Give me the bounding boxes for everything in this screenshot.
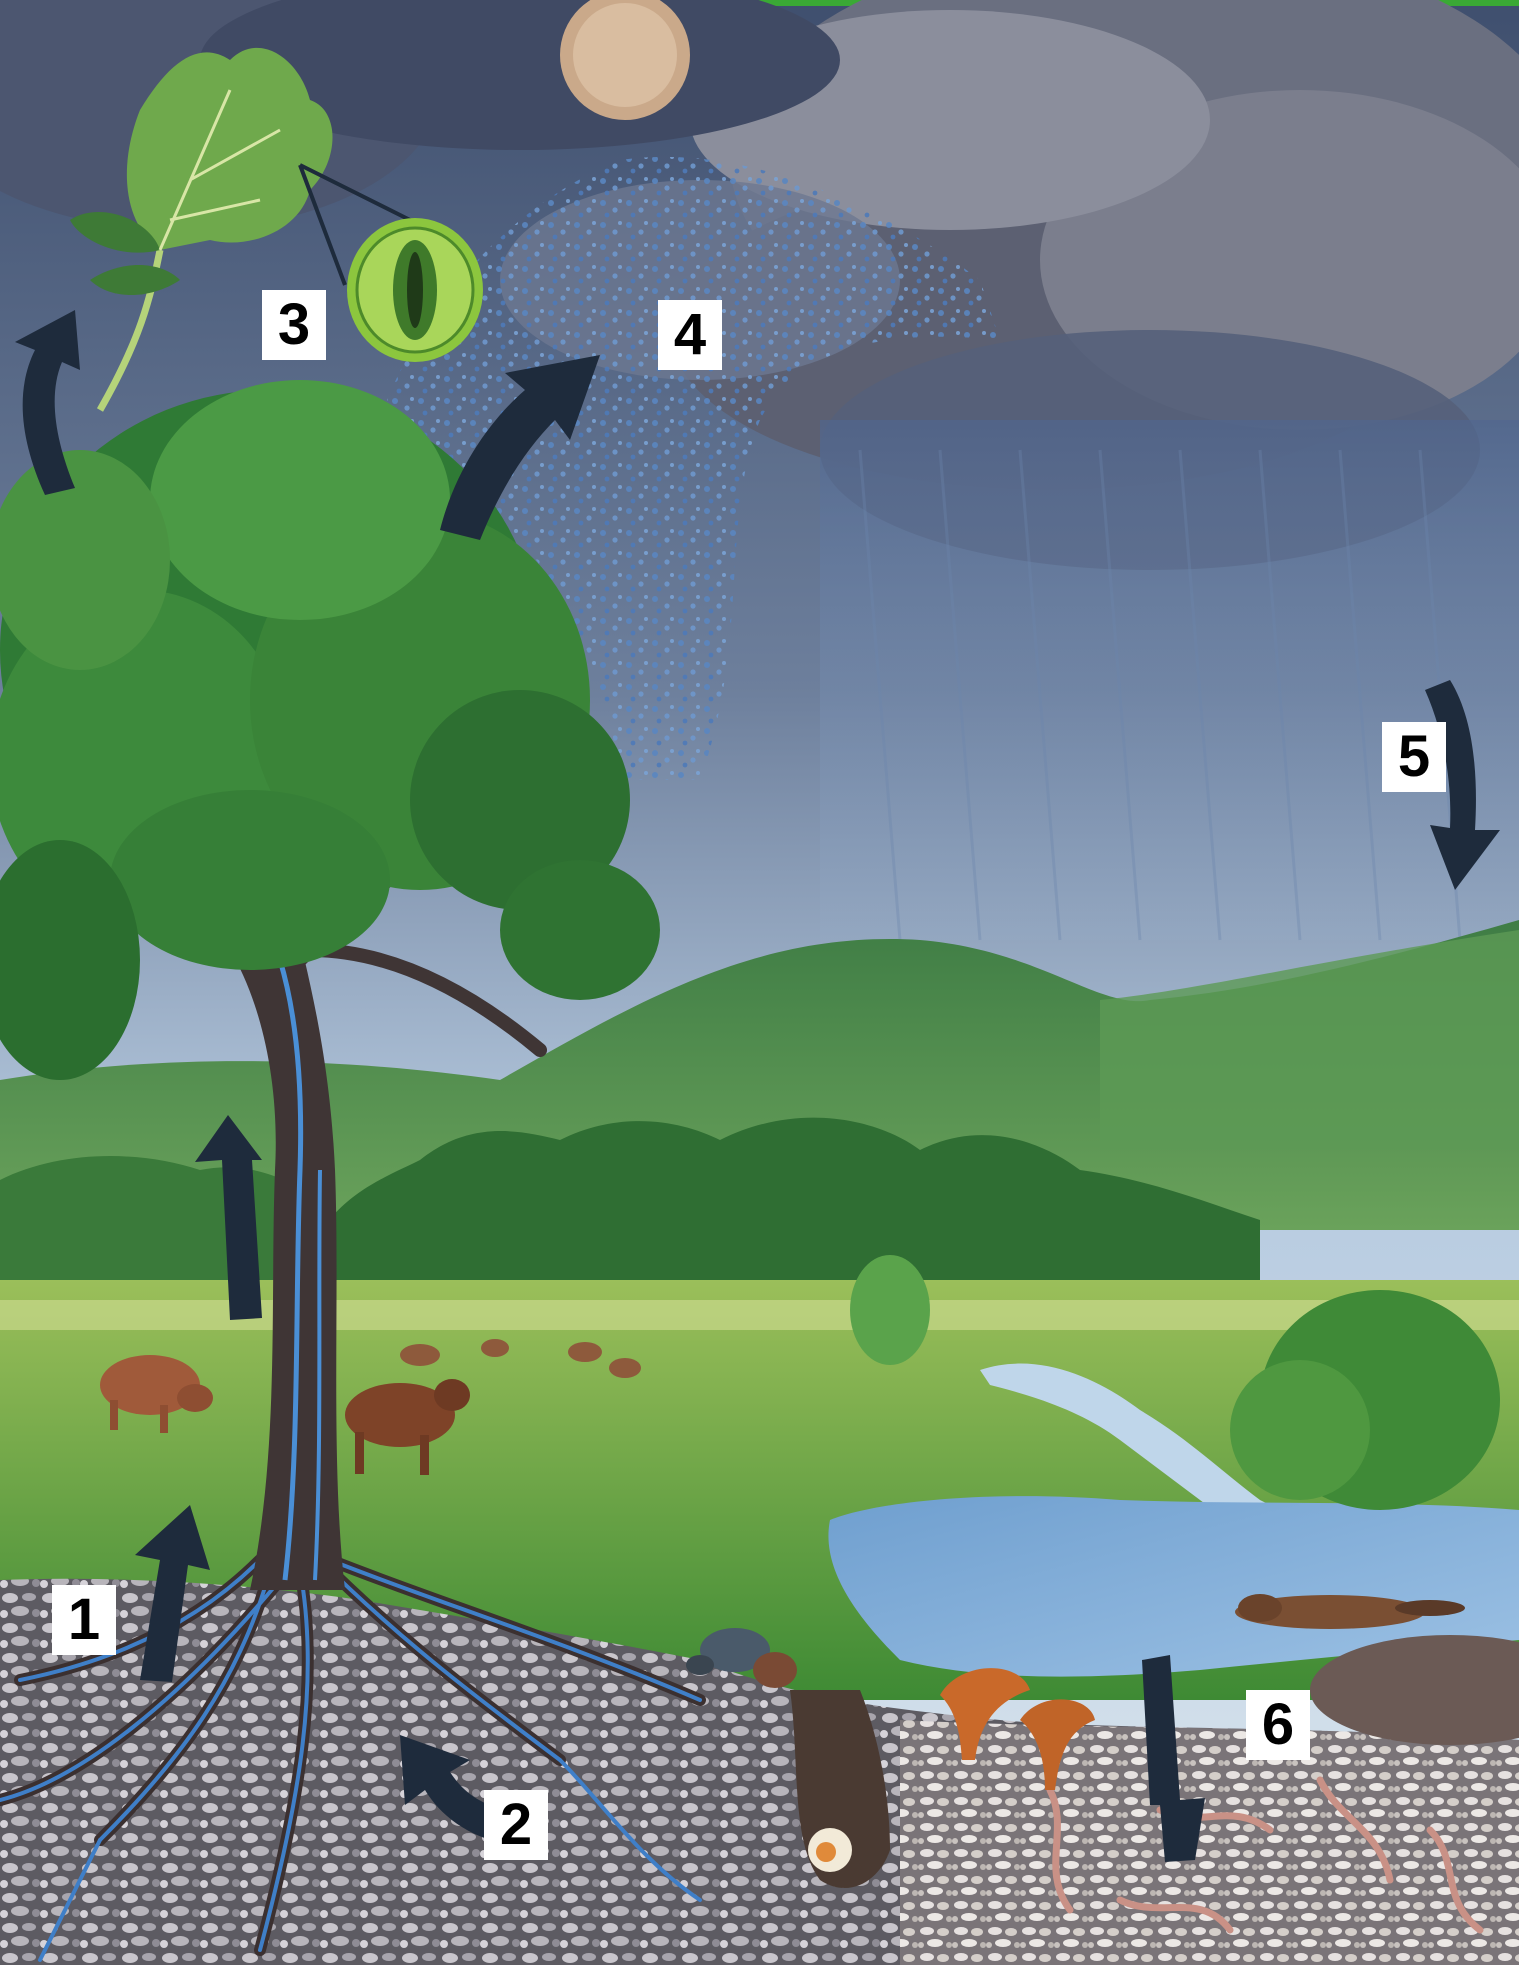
stoma-icon <box>347 218 483 362</box>
step-label-4: 4 <box>658 300 722 370</box>
rain <box>820 420 1519 940</box>
step-label-1: 1 <box>52 1585 116 1655</box>
step-label-3: 3 <box>262 290 326 360</box>
step-label-6: 6 <box>1246 1690 1310 1760</box>
step-label-5: 5 <box>1382 722 1446 792</box>
step-label-2: 2 <box>484 1790 548 1860</box>
